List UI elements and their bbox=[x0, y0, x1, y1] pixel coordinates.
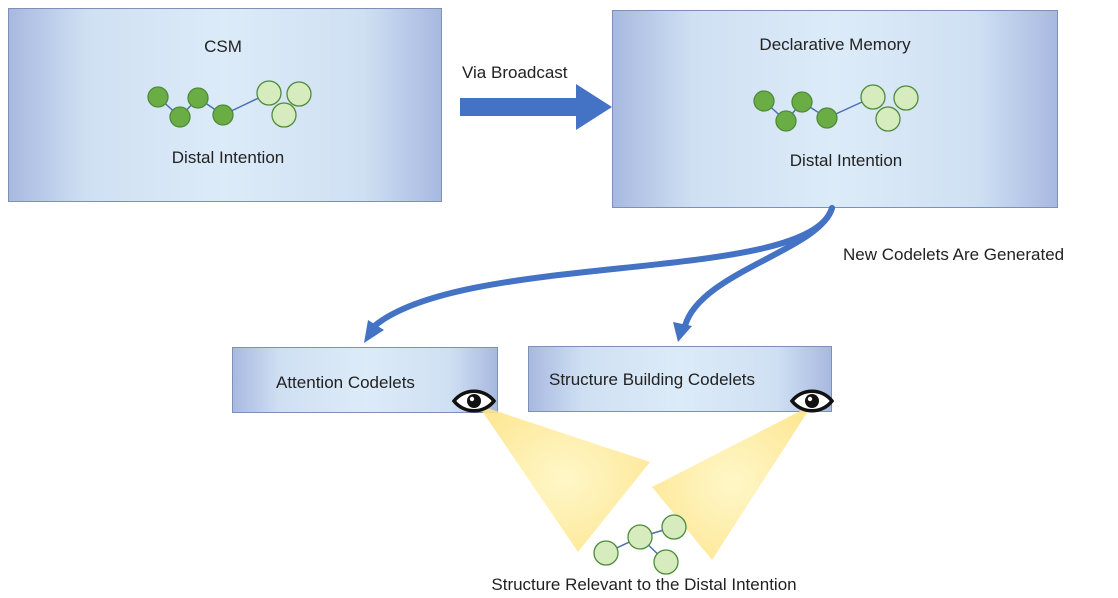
structure-view-cone bbox=[652, 405, 812, 560]
attention-codelets-label: Attention Codelets bbox=[276, 373, 415, 392]
eye-icon bbox=[789, 389, 835, 413]
csm-subtitle: Distal Intention bbox=[171, 148, 285, 167]
relevant-structure-graph bbox=[593, 514, 687, 575]
eye-icon bbox=[451, 389, 497, 413]
arrowhead-structure bbox=[673, 322, 692, 342]
result-label: Structure Relevant to the Distal Intenti… bbox=[491, 575, 797, 594]
declarative-memory-box bbox=[612, 10, 1058, 208]
arrowhead-attention bbox=[364, 320, 384, 343]
structure-building-codelets-label: Structure Building Codelets bbox=[549, 370, 756, 389]
declarative-memory-node-graph bbox=[753, 84, 919, 132]
generation-arrows bbox=[369, 205, 835, 331]
csm-title: CSM bbox=[204, 37, 242, 56]
structure-building-codelets-box bbox=[528, 346, 832, 412]
csm-node-graph bbox=[147, 80, 312, 128]
declarative-memory-title: Declarative Memory bbox=[759, 35, 911, 54]
broadcast-label: Via Broadcast bbox=[462, 63, 568, 82]
declarative-memory-subtitle: Distal Intention bbox=[789, 151, 903, 170]
broadcast-arrow bbox=[460, 84, 612, 130]
generation-label: New Codelets Are Generated bbox=[843, 245, 1065, 264]
attention-view-cone bbox=[478, 405, 650, 552]
